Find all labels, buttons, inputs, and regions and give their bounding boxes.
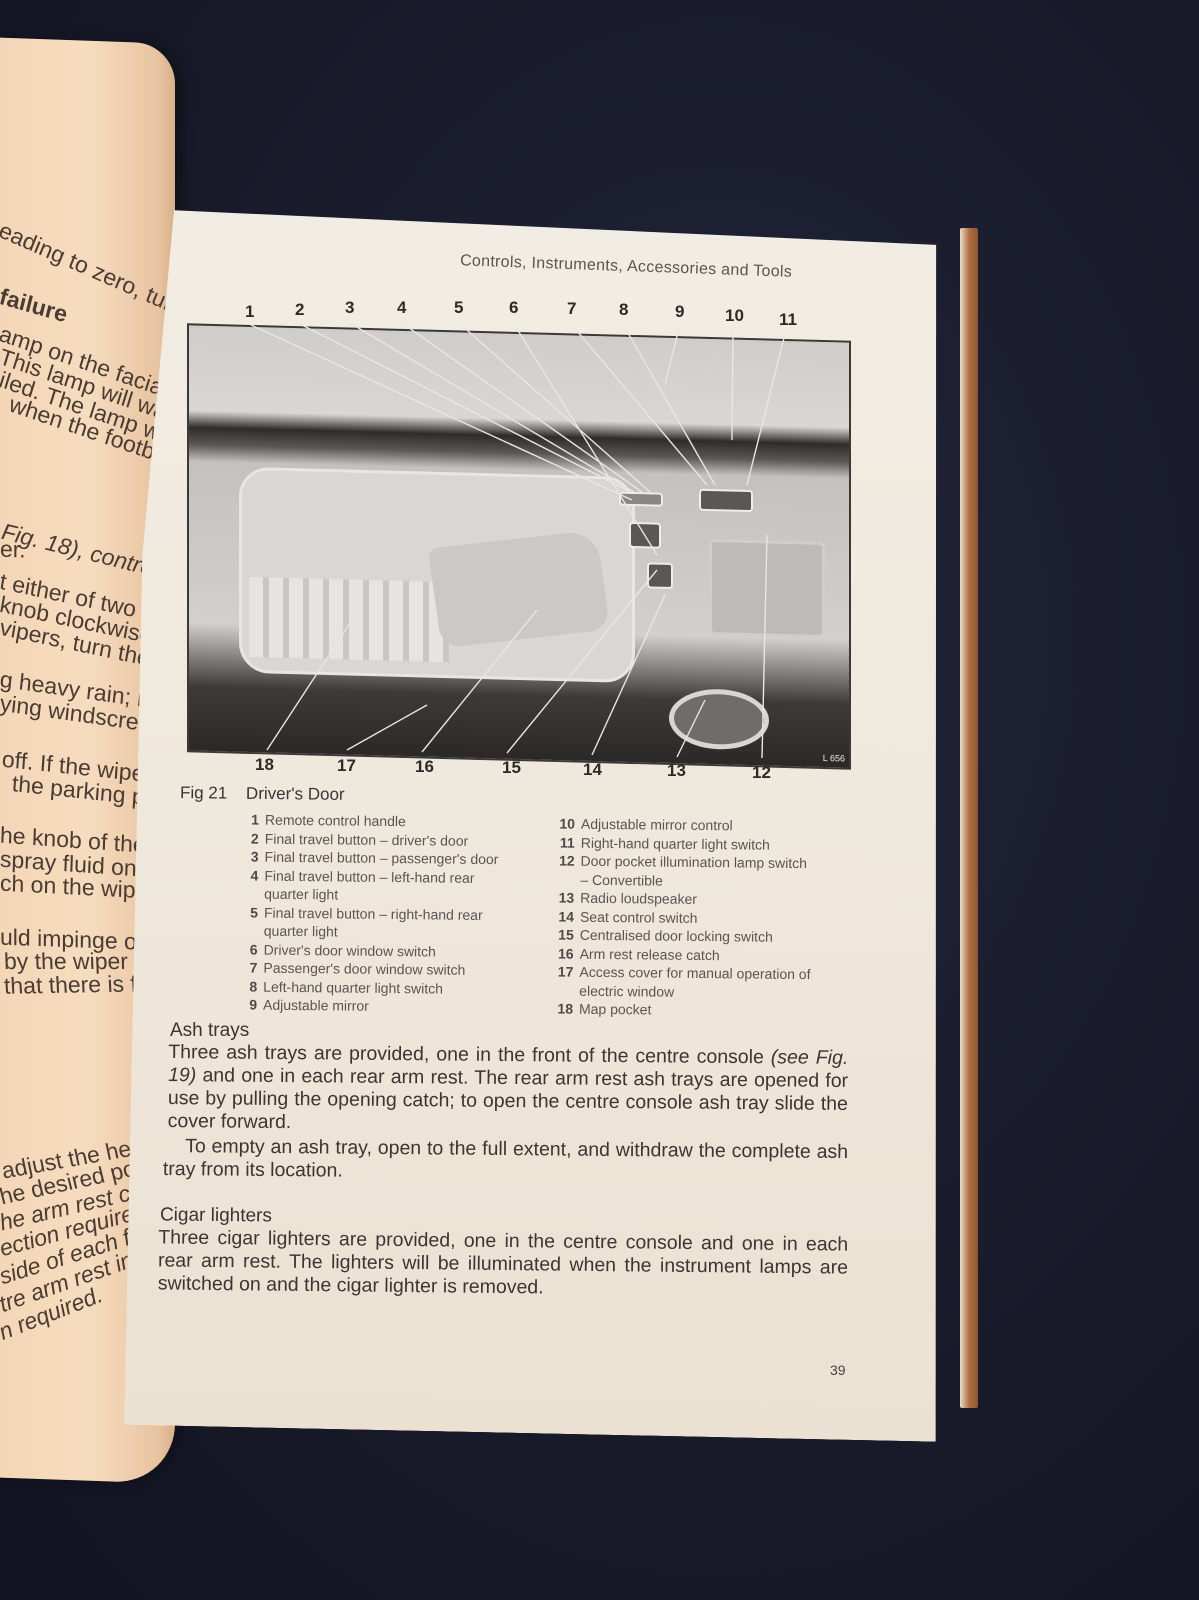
left-page-heading: failure: [0, 283, 71, 328]
callout-14: 14: [583, 760, 602, 779]
callout-10: 10: [725, 306, 744, 325]
callout-13: 13: [667, 761, 686, 780]
callout-4: 4: [397, 298, 407, 317]
page-edge: [960, 228, 978, 1408]
callout-18: 18: [255, 755, 274, 774]
callout-17: 17: [337, 756, 356, 775]
page-number: 39: [830, 1362, 846, 1378]
quarter-light-switches: [699, 488, 753, 513]
ash-trays-heading: Ash trays: [170, 1020, 250, 1041]
key-label: Map pocket: [578, 1000, 652, 1018]
key-label: Door pocket illumination lamp switch – C…: [580, 852, 808, 889]
final-travel-buttons: [619, 491, 663, 507]
door-photo: L 656: [187, 323, 851, 770]
key-number: 1: [251, 811, 260, 828]
key-number: 2: [250, 830, 259, 847]
key-number: 11: [559, 834, 575, 851]
key-number: 6: [249, 941, 258, 958]
key-label: Final travel button – left-hand rear qua…: [264, 867, 475, 903]
loudspeaker: [669, 687, 769, 751]
ash-trays-paragraph-1: Three ash trays are provided, one in the…: [168, 1041, 849, 1139]
key-number: 4: [250, 867, 259, 884]
callout-16: 16: [415, 757, 434, 776]
key-number: 12: [558, 852, 575, 869]
figure-caption: Fig 21 Driver's Door: [180, 783, 345, 805]
callout-5: 5: [454, 298, 464, 317]
handle-switch: [629, 521, 661, 549]
callout-1: 1: [245, 302, 255, 321]
cigar-lighters-heading: Cigar lighters: [159, 1204, 273, 1227]
plate-code: L 656: [822, 752, 845, 764]
key-number: 9: [249, 996, 258, 1013]
callout-6: 6: [509, 298, 519, 317]
left-page-line: er.: [0, 535, 26, 563]
key-number: 10: [559, 815, 576, 832]
arm-rest: [427, 529, 611, 649]
figure-title: Driver's Door: [245, 783, 345, 804]
key-number: 16: [557, 944, 574, 962]
key-label: Access cover for manual operation of ele…: [579, 963, 811, 1000]
key-number: 15: [558, 926, 574, 943]
figure-drivers-door: 1 2 3 4 5 6 7 8 9 10 11 L 656: [187, 298, 852, 782]
door-pocket: [709, 538, 825, 639]
callout-8: 8: [619, 300, 629, 319]
key-number: 18: [557, 1000, 574, 1017]
window-switch: [647, 562, 673, 590]
cigar-lighters-paragraph: Three cigar lighters are provided, one i…: [157, 1226, 849, 1299]
callout-11: 11: [779, 310, 797, 329]
key-item: 17 Access cover for manual operation of e…: [551, 962, 851, 1002]
key-label: Final travel button – right-hand rear qu…: [263, 904, 483, 940]
callout-7: 7: [567, 299, 577, 318]
key-label: Adjustable mirror: [262, 996, 369, 1014]
callout-2: 2: [295, 300, 305, 319]
key-number: 14: [558, 907, 575, 925]
key-number: 3: [250, 848, 259, 865]
ash-trays-paragraph-2: To empty an ash tray, open to the full e…: [162, 1135, 849, 1182]
key-number: 7: [249, 959, 258, 976]
callout-9: 9: [675, 302, 685, 321]
ash-trays-text: and one in each rear arm rest. The rear …: [167, 1064, 849, 1134]
figure-number: Fig 21: [179, 783, 228, 803]
callout-3: 3: [345, 298, 355, 317]
key-item: 12 Door pocket illumination lamp switch –…: [552, 851, 852, 891]
callout-12: 12: [752, 763, 771, 782]
key-item: 4 Final travel button – left-hand rear qu…: [236, 866, 546, 906]
map-pocket: [249, 576, 449, 663]
callout-15: 15: [502, 758, 521, 777]
key-number: 8: [249, 978, 258, 995]
key-number: 13: [558, 889, 575, 906]
key-number: 17: [557, 963, 574, 980]
key-number: 5: [250, 904, 259, 921]
